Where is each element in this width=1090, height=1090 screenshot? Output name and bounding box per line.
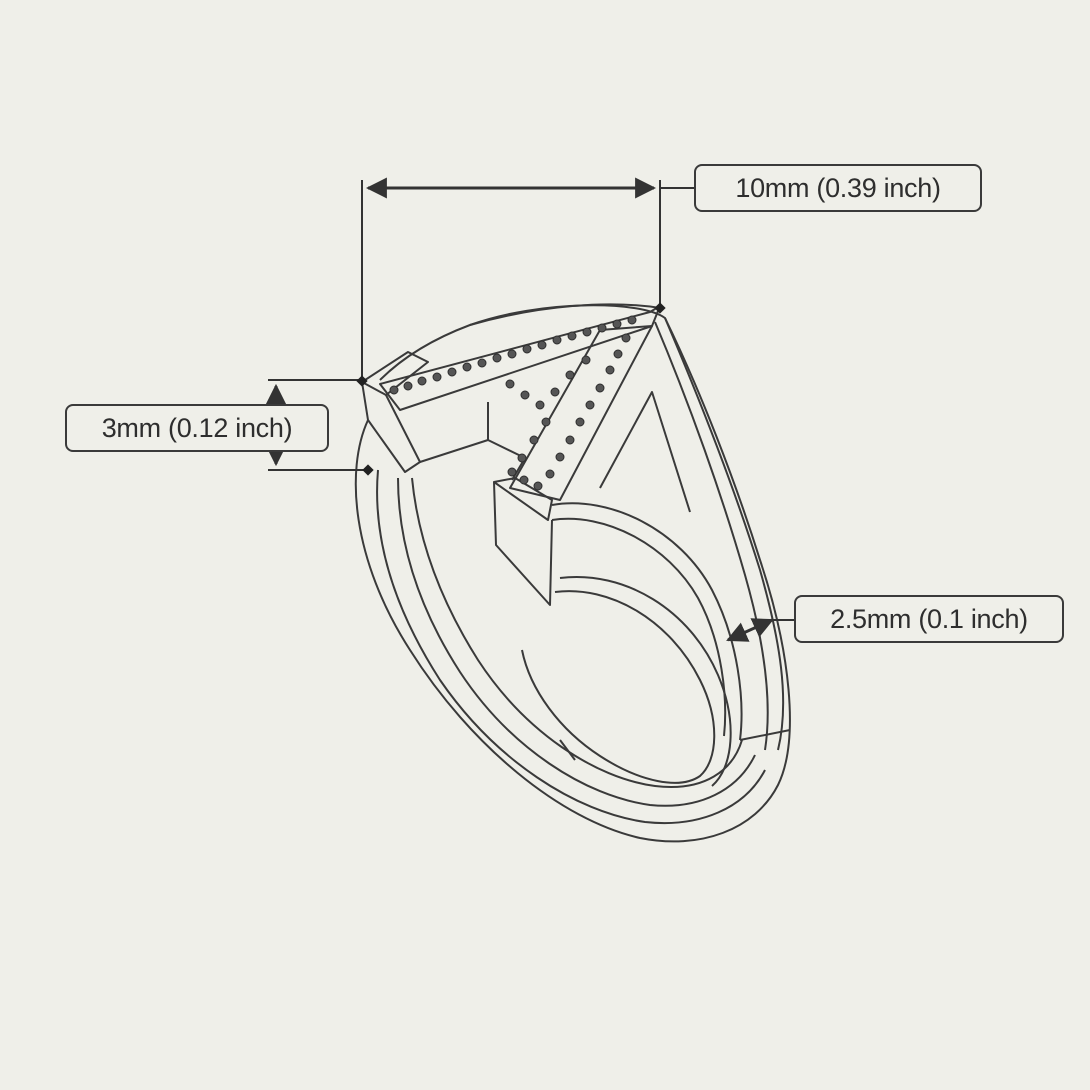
width-dimension <box>361 177 695 382</box>
letter-a-head <box>361 305 661 606</box>
pave-stones <box>389 315 637 491</box>
band-dimension-label: 2.5mm (0.1 inch) <box>794 595 1064 643</box>
band-arrow <box>726 618 774 642</box>
reference-points <box>356 302 666 476</box>
band-dimension <box>726 618 796 642</box>
width-dimension-label: 10mm (0.39 inch) <box>694 164 982 212</box>
height-dimension-label: 3mm (0.12 inch) <box>65 404 329 452</box>
ring-band <box>354 303 791 843</box>
